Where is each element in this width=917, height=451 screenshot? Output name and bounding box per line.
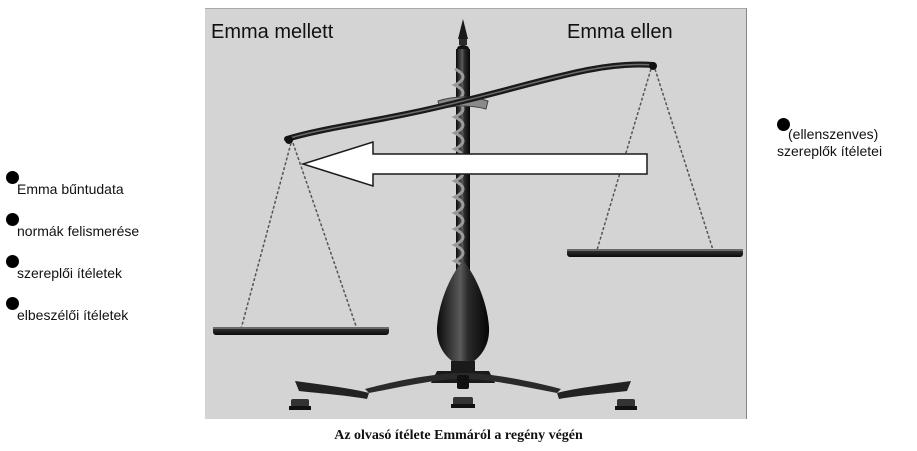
left-pan	[213, 327, 389, 335]
factor-label: elbeszélői ítéletek	[17, 297, 128, 323]
right-pan	[567, 249, 743, 257]
pan-label-for-emma: Emma mellett	[211, 21, 333, 44]
bullet-icon	[6, 297, 19, 310]
bullet-icon	[6, 255, 19, 268]
scale-stand	[289, 261, 637, 410]
factor-label: Emma bűntudata	[17, 171, 124, 197]
right-factor-line-2: szereplők ítéletei	[777, 143, 913, 160]
figure-caption: Az olvasó ítélete Emmáról a regény végén	[0, 428, 917, 444]
left-factor-list: Emma bűntudata normák felismerése szerep…	[6, 171, 139, 339]
balance-scale-panel: Emma mellett Emma ellen	[205, 8, 747, 419]
pan-label-against-emma: Emma ellen	[567, 21, 673, 44]
factor-label: normák felismerése	[17, 213, 139, 239]
list-item: normák felismerése	[6, 213, 139, 255]
list-item: Emma bűntudata	[6, 171, 139, 213]
factor-label: szereplői ítéletek	[17, 255, 122, 281]
right-factor-line-1: (ellenszenves)	[777, 118, 913, 143]
list-item: szereplői ítéletek	[6, 255, 139, 297]
finial	[457, 19, 469, 53]
bullet-icon	[777, 118, 790, 131]
list-item: elbeszélői ítéletek	[6, 297, 139, 339]
right-factor: (ellenszenves) szereplők ítéletei	[777, 118, 913, 160]
weight-shift-arrow	[303, 142, 647, 186]
bullet-icon	[6, 213, 19, 226]
balance-scale-illustration	[205, 9, 747, 419]
bullet-icon	[6, 171, 19, 184]
